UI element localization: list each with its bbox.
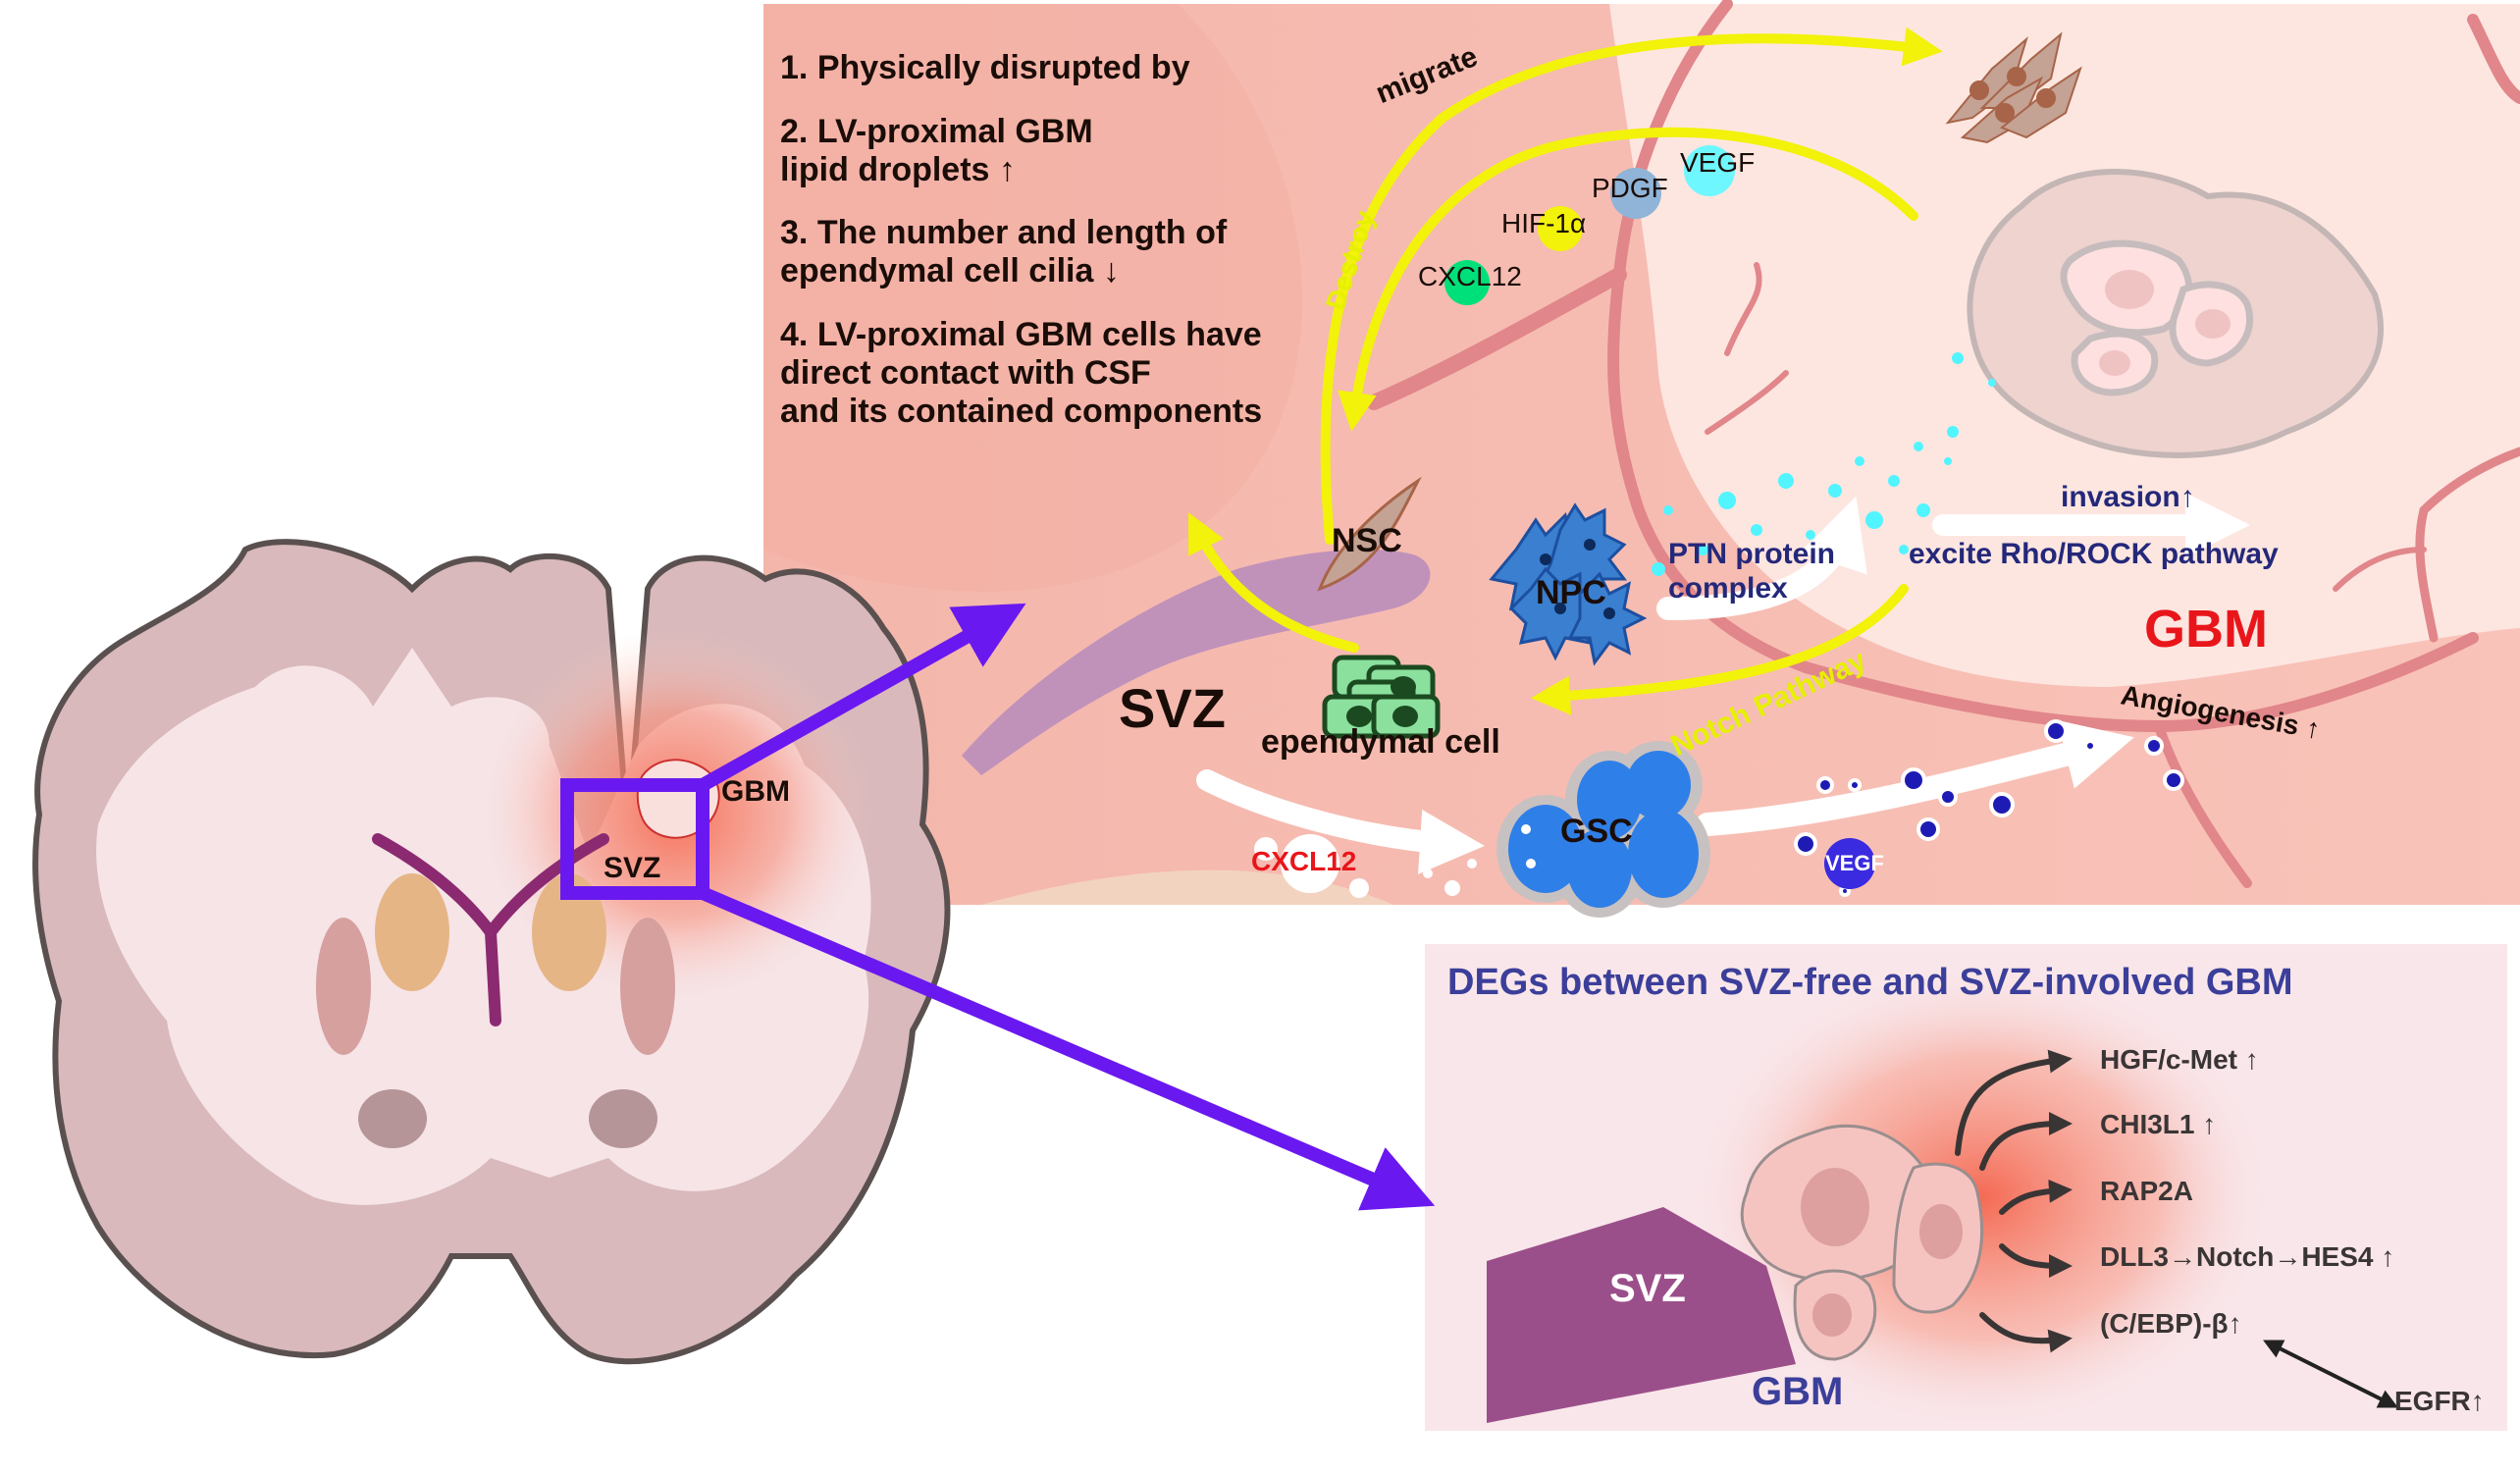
putamen-left (316, 918, 371, 1055)
factor-vegf: VEGF (1680, 147, 1756, 178)
bottom-panel (1425, 944, 2507, 1433)
svz-band (962, 550, 1431, 775)
cxcl12-white-dots (1254, 834, 1477, 898)
background-shade (763, 4, 1303, 592)
deg-svz-label: SVZ (1609, 1267, 1686, 1310)
hippocampus-right (589, 1089, 657, 1148)
gene-hgf: HGF/c-Met ↑ (2100, 1044, 2259, 1075)
vegf-bubble (1824, 838, 1875, 889)
gene-dll3-notch-hes4: DLL3→Notch→HES4 ↑ (2100, 1241, 2395, 1272)
ptn-arrow (1656, 496, 1867, 620)
gbm-label: GBM (2144, 600, 2268, 658)
gsc-cells (1496, 741, 1710, 918)
rho-rock-label: excite Rho/ROCK pathway (1909, 538, 2279, 570)
gene-egfr: EGFR↑ (2394, 1386, 2485, 1416)
finding-2-line2: lipid droplets ↑ (780, 151, 1016, 189)
migrated-cells (1945, 31, 2082, 144)
finding-2: 2. LV-proximal GBM lipid droplets ↑ (780, 113, 1093, 189)
nsc-label: NSC (1332, 522, 1402, 559)
finding-1-text: Physically disrupted by (816, 49, 1190, 86)
deg-gbm-cells (1740, 1124, 1984, 1361)
factor-hif1a: HIF-1α (1501, 208, 1587, 238)
egfr-double-arrow (2263, 1340, 2398, 1408)
nsc-cell (1317, 476, 1422, 592)
zoom-arrow-top (699, 603, 1026, 792)
cxcl12-red-label: CXCL12 (1251, 846, 1357, 876)
gsc-label: GSC (1560, 813, 1633, 850)
finding-1: 1. Physically disrupted by (780, 49, 1190, 87)
finding-4: 4. LV-proximal GBM cells have direct con… (780, 316, 1262, 431)
lateral-ventricles (372, 833, 609, 1027)
finding-4-line2: direct contact with CSF (780, 354, 1151, 393)
vegf-dots (1794, 719, 2184, 897)
brain-svz-label: SVZ (604, 852, 661, 884)
finding-1-num: 1. (780, 49, 809, 86)
svz-label: SVZ (1119, 677, 1226, 739)
finding-4-num: 4. (780, 316, 809, 353)
yellow-arrows (1188, 26, 1943, 715)
vegf-factor-circle (1684, 145, 1735, 196)
zoom-box (560, 778, 709, 900)
gene-arrows (1955, 1049, 2073, 1353)
gene-cebp-beta: (C/EBP)-β↑ (2100, 1308, 2242, 1339)
deg-svz-block (1487, 1207, 1796, 1423)
finding-3-num: 3. (780, 214, 809, 251)
npc-cells (1489, 502, 1648, 666)
brain-gbm-label: GBM (721, 775, 790, 808)
zoom-arrow-bottom (700, 886, 1436, 1211)
vegf-bubble-label: VEGF (1825, 851, 1884, 875)
brain-coronal-section (32, 539, 951, 1365)
ptn-line2: complex (1668, 571, 1788, 605)
migrate-arrow (1320, 26, 1943, 545)
nsc-arrow (1188, 512, 1359, 653)
cxcl12-arrow (1196, 769, 1485, 874)
destroy-arrow (1338, 127, 1918, 432)
ptn-line1: PTN protein (1668, 538, 1835, 570)
hif-factor-circle (1538, 206, 1583, 251)
npc-label: NPC (1536, 574, 1606, 611)
finding-2-num: 2. (780, 113, 809, 150)
finding-2-text: LV-proximal GBM (816, 113, 1093, 150)
zoom-indicator (560, 603, 1436, 1211)
notch-arrow (1531, 584, 1909, 715)
ependymal-cells (1322, 655, 1441, 739)
finding-4-text: LV-proximal GBM cells have (816, 316, 1262, 353)
gene-chi3l1: CHI3L1 ↑ (2100, 1109, 2217, 1139)
caudate-left (375, 873, 449, 991)
finding-3: 3. The number and length of ependymal ce… (780, 214, 1227, 290)
top-panel (763, 0, 2520, 918)
invasion-label: invasion↑ (2061, 481, 2195, 513)
gene-rap2a: RAP2A (2100, 1176, 2193, 1206)
ependymal-label: ependymal cell (1261, 723, 1500, 761)
pdgf-factor-circle (1610, 168, 1661, 219)
hippocampus-left (358, 1089, 427, 1148)
caudate-right (532, 873, 606, 991)
putamen-right (620, 918, 675, 1055)
finding-3-text: The number and length of (816, 214, 1228, 251)
finding-4-line3: and its contained components (780, 393, 1263, 431)
finding-3-line2: ependymal cell cilia ↓ (780, 252, 1120, 290)
gbm-tumor-mass (1967, 169, 2384, 458)
deg-title: DEGs between SVZ-free and SVZ-involved G… (1447, 962, 2293, 1003)
ptn-dots (1652, 352, 1996, 576)
cxcl12-factor-circle (1444, 260, 1490, 305)
factor-cxcl12: CXCL12 (1418, 261, 1522, 291)
deg-gbm-label: GBM (1752, 1370, 1844, 1413)
ptn-label: PTN protein complex (1668, 538, 1835, 605)
factor-pdgf: PDGF (1592, 173, 1668, 203)
